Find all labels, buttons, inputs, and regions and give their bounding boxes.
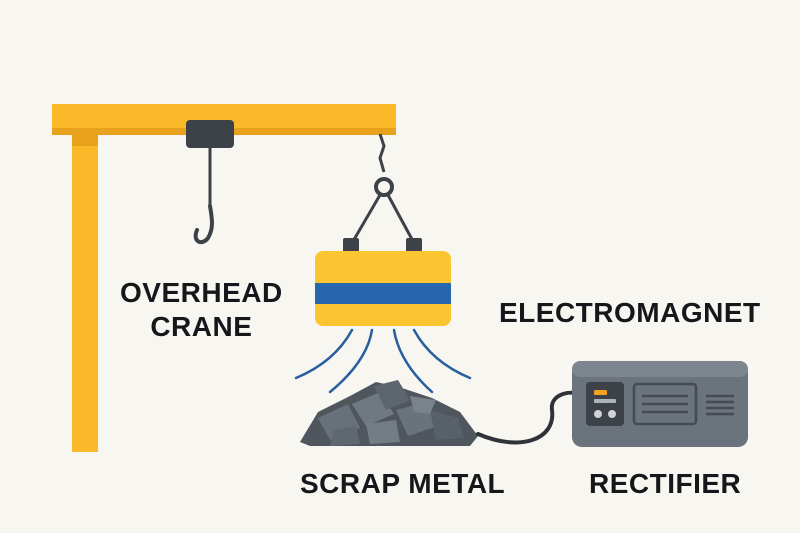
rectifier-knob <box>608 410 616 418</box>
overhead-crane-label-line2: CRANE <box>150 311 253 342</box>
electromagnet-icon <box>315 251 451 326</box>
scrap-piece <box>374 380 410 410</box>
scrap-pile-icon <box>300 380 478 446</box>
rectifier-display <box>594 390 607 395</box>
rectifier-label: RECTIFIER <box>589 468 742 499</box>
rectifier-vent-panel <box>632 382 698 426</box>
scrap-metal-label: SCRAP METAL <box>300 468 506 499</box>
crane-column-shadow <box>72 134 98 146</box>
magnetic-field-icon <box>294 328 472 394</box>
overhead-crane-label: OVERHEAD CRANE <box>120 276 283 344</box>
hoist-cable <box>343 133 422 254</box>
rectifier-knob <box>594 410 602 418</box>
power-cable-icon <box>476 390 582 445</box>
rectifier-control-panel <box>586 382 624 426</box>
trolley <box>186 120 234 148</box>
scrap-piece <box>366 420 400 444</box>
crane-column <box>72 108 98 452</box>
rectifier-icon <box>572 361 748 447</box>
overhead-crane-label-line1: OVERHEAD <box>120 277 283 308</box>
scrap-piece <box>430 410 464 440</box>
electromagnet-label: ELECTROMAGNET <box>499 297 761 328</box>
scrap-piece <box>330 426 360 446</box>
scrap-piece <box>410 396 436 414</box>
hook-icon <box>186 120 234 245</box>
magnet-band <box>315 283 451 304</box>
